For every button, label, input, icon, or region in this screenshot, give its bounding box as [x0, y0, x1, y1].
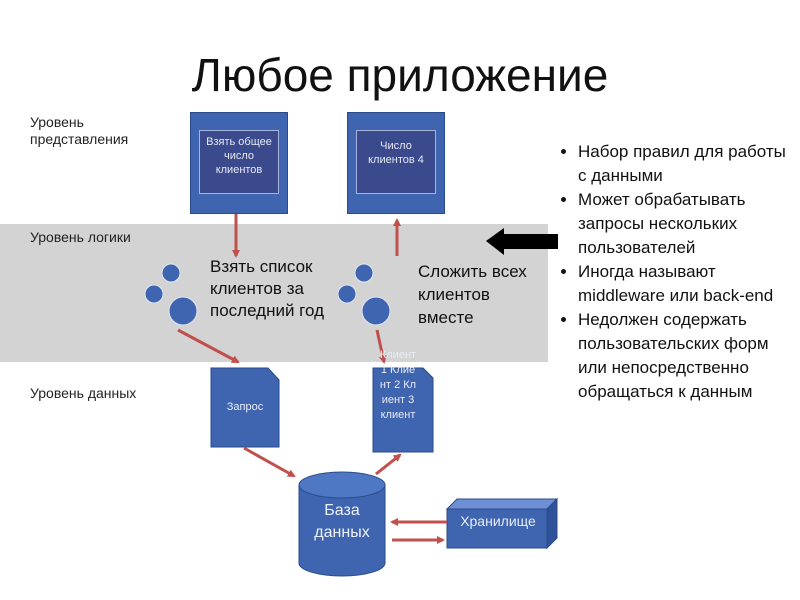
clients-list-label: Клиент 1 Клиент 2 Клиент 3 клиент [379, 349, 417, 421]
count-result-box: Число клиентов 4 [347, 112, 445, 214]
take-list-text: Взять список клиентов за последний год [210, 257, 325, 320]
arrow-to-query [177, 328, 240, 364]
logic-level-label: Уровень логики [30, 229, 131, 245]
bullet-item: Иногда называют middleware или back-end [578, 260, 792, 308]
arrow-db-to-clients [375, 453, 402, 476]
database-label: База данных [314, 502, 370, 541]
gears-right-icon [337, 263, 391, 326]
sum-all-text: Сложить всех клиентов вместе [418, 262, 527, 327]
page-title: Любое приложение [191, 49, 609, 101]
logic-level-band [0, 224, 548, 362]
get-count-box: Взять общее число клиентов [190, 112, 288, 214]
data-level-label: Уровень данных [30, 385, 137, 401]
database-cylinder-icon [298, 471, 386, 577]
bullet-list: Набор правил для работы с данными Может … [556, 140, 792, 404]
arrow-from-clients [375, 329, 387, 364]
clients-document-icon [372, 367, 434, 453]
get-count-label: Взять общее число клиентов [199, 130, 279, 194]
bullet-item: Может обрабатывать запросы нескольких по… [578, 188, 792, 260]
storage-label: Хранилище [460, 513, 536, 529]
query-label: Запрос [226, 401, 264, 413]
callout-arrow-icon [486, 228, 558, 255]
storage-box-icon [445, 497, 559, 550]
presentation-level-label: Уровень представления [30, 114, 129, 147]
bullet-item: Недолжен содержать пользовательских форм… [578, 308, 792, 404]
gears-left-icon [144, 263, 198, 326]
arrow-query-to-db [243, 446, 296, 478]
bullet-item: Набор правил для работы с данными [578, 140, 792, 188]
query-document-icon [210, 367, 280, 448]
count-result-label: Число клиентов 4 [356, 130, 436, 194]
